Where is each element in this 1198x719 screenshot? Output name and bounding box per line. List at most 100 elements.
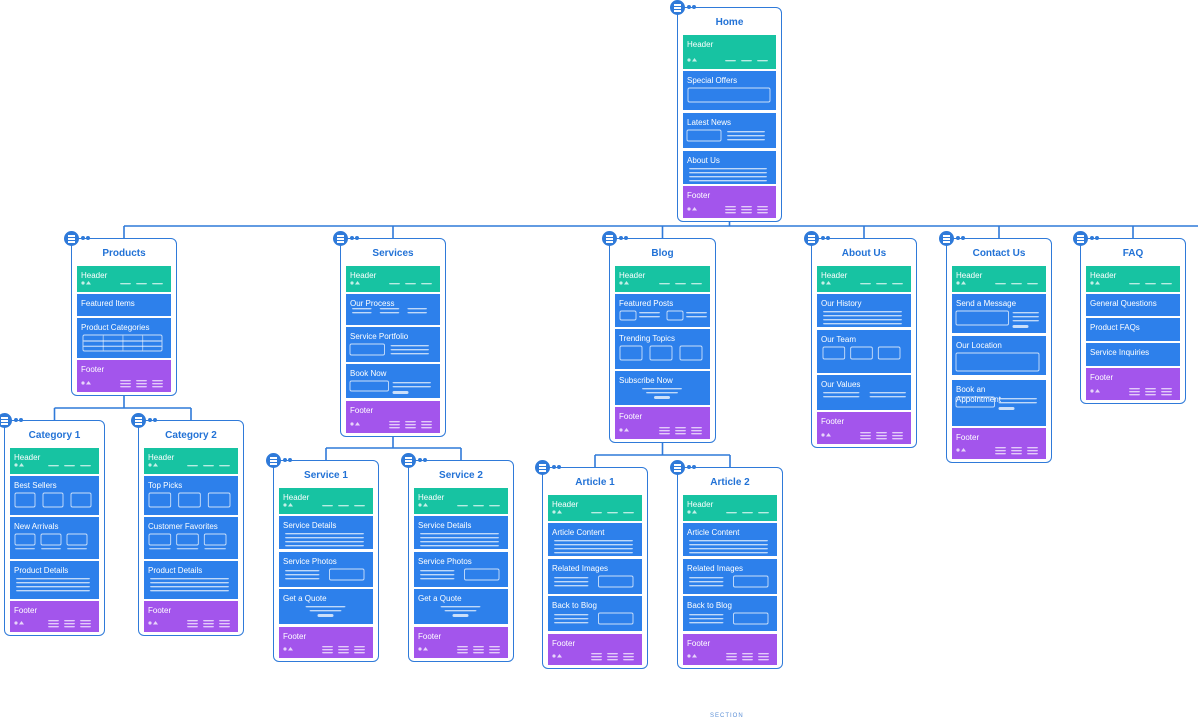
page-menu-icon[interactable]	[266, 453, 281, 468]
page-menu-icon[interactable]	[333, 231, 348, 246]
page-menu-icon[interactable]	[939, 231, 954, 246]
section-header[interactable]: Header	[10, 448, 99, 474]
section-content[interactable]: Get a Quote	[414, 589, 508, 624]
section-content[interactable]: Back to Blog	[683, 596, 777, 631]
section-content[interactable]: Trending Topics	[615, 329, 710, 369]
more-dots-icon[interactable]	[1090, 236, 1102, 241]
section-content[interactable]: Featured Posts	[615, 294, 710, 327]
section-content[interactable]: Service Photos	[414, 552, 508, 587]
page-menu-icon[interactable]	[64, 231, 79, 246]
section-content[interactable]: Book an Appointment	[952, 380, 1046, 426]
section-footer[interactable]: Footer	[77, 360, 171, 392]
section-content[interactable]: Book Now	[346, 364, 440, 398]
page-menu-icon[interactable]	[670, 0, 685, 15]
page-menu-icon[interactable]	[131, 413, 146, 428]
more-dots-icon[interactable]	[687, 465, 699, 470]
more-dots-icon[interactable]	[956, 236, 968, 241]
section-header[interactable]: Header	[1086, 266, 1180, 292]
section-content[interactable]: Our Process	[346, 294, 440, 325]
section-content[interactable]: Our History	[817, 294, 911, 327]
more-dots-icon[interactable]	[283, 458, 295, 463]
section-content[interactable]: Service Portfolio	[346, 327, 440, 362]
section-footer[interactable]: Footer	[1086, 368, 1180, 400]
section-content[interactable]: Product Categories	[77, 318, 171, 358]
section-content[interactable]: Featured Items	[77, 294, 171, 316]
section-footer[interactable]: Footer	[683, 186, 776, 218]
more-dots-icon[interactable]	[619, 236, 631, 241]
section-content[interactable]: Send a Message	[952, 294, 1046, 333]
section-content[interactable]: Get a Quote	[279, 589, 373, 624]
section-footer[interactable]: Footer	[952, 428, 1046, 459]
section-header[interactable]: Header	[683, 35, 776, 69]
page-menu-icon[interactable]	[535, 460, 550, 475]
more-dots-icon[interactable]	[14, 418, 26, 423]
section-content[interactable]: Our Team	[817, 330, 911, 373]
section-content[interactable]: Article Content	[548, 523, 642, 556]
section-content[interactable]: Service Inquiries	[1086, 343, 1180, 366]
more-dots-icon[interactable]	[350, 236, 362, 241]
section-header[interactable]: Header	[817, 266, 911, 292]
section-content[interactable]: Back to Blog	[548, 596, 642, 631]
section-content[interactable]: Customer Favorites	[144, 517, 238, 559]
section-content[interactable]: Product FAQs	[1086, 318, 1180, 341]
more-dots-icon[interactable]	[821, 236, 833, 241]
section-content[interactable]: Best Sellers	[10, 476, 99, 515]
page-menu-icon[interactable]	[401, 453, 416, 468]
page-menu-icon[interactable]	[0, 413, 12, 428]
section-header[interactable]: Header	[279, 488, 373, 514]
section-content[interactable]: Product Details	[144, 561, 238, 599]
section-header[interactable]: Header	[346, 266, 440, 292]
section-content[interactable]: Service Photos	[279, 552, 373, 587]
more-dots-icon[interactable]	[81, 236, 93, 241]
section-footer[interactable]: Footer	[279, 627, 373, 658]
section-footer[interactable]: Footer	[414, 627, 508, 658]
section-content[interactable]: Product Details	[10, 561, 99, 599]
section-content[interactable]: Related Images	[548, 559, 642, 594]
section-footer[interactable]: Footer	[548, 634, 642, 665]
page-menu-icon[interactable]	[670, 460, 685, 475]
section-header[interactable]: Header	[548, 495, 642, 521]
section-header[interactable]: Header	[414, 488, 508, 514]
more-dots-icon[interactable]	[148, 418, 160, 423]
section-content[interactable]: New Arrivals	[10, 517, 99, 559]
section-content[interactable]: Our Values	[817, 375, 911, 410]
section-content[interactable]: Top Picks	[144, 476, 238, 515]
section-content[interactable]: Subscribe Now	[615, 371, 710, 405]
section-footer[interactable]: Footer	[817, 412, 911, 444]
section-content[interactable]: Article Content	[683, 523, 777, 556]
section-content[interactable]: About Us	[683, 151, 776, 184]
section-header[interactable]: Header	[77, 266, 171, 292]
page-menu-icon[interactable]	[602, 231, 617, 246]
section-footer[interactable]: Footer	[615, 407, 710, 439]
section-header[interactable]: Header	[683, 495, 777, 521]
section-footer[interactable]: Footer	[346, 401, 440, 433]
section-header[interactable]: Header	[144, 448, 238, 474]
section-content[interactable]: Service Details	[279, 516, 373, 549]
section-content[interactable]: Service Details	[414, 516, 508, 549]
section-footer[interactable]: Footer	[683, 634, 777, 665]
more-dots-icon[interactable]	[687, 5, 699, 10]
section-header[interactable]: Header	[952, 266, 1046, 292]
more-dots-icon[interactable]	[418, 458, 430, 463]
section-content[interactable]: Related Images	[683, 559, 777, 594]
section-content[interactable]: Our Location	[952, 336, 1046, 375]
section-content[interactable]: Special Offers	[683, 71, 776, 110]
page-menu-icon[interactable]	[1073, 231, 1088, 246]
page-menu-icon[interactable]	[804, 231, 819, 246]
section-content[interactable]: General Questions	[1086, 294, 1180, 316]
section-footer[interactable]: Footer	[144, 601, 238, 632]
section-content[interactable]: Latest News	[683, 113, 776, 148]
section-footer[interactable]: Footer	[10, 601, 99, 632]
